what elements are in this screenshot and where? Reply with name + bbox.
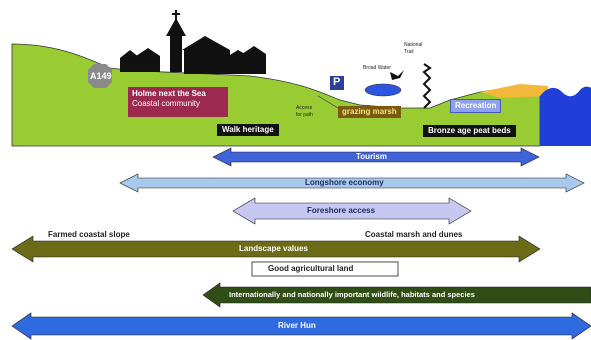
farmed-slope-label: Farmed coastal slope — [48, 230, 130, 239]
parking-label: P — [333, 76, 341, 88]
village-silhouette — [120, 10, 266, 74]
sea — [540, 86, 591, 146]
peat-beds-label: Bronze age peat beds — [423, 125, 516, 137]
agri-label: Good agricultural land — [268, 264, 354, 273]
longshore-label: Longshore economy — [305, 178, 384, 187]
village-type: Coastal community — [132, 99, 201, 108]
wildlife-label: Internationally and nationally important… — [229, 290, 475, 299]
foreshore-label: Foreshore access — [307, 206, 376, 215]
coastal-marsh-label: Coastal marsh and dunes — [365, 230, 463, 239]
longshore-arrow — [119, 173, 585, 193]
access-pointer — [317, 95, 339, 109]
walk-heritage-label: Walk heritage — [217, 124, 279, 136]
landscape-arrow — [11, 235, 541, 263]
national-trail-label: National Trail — [404, 42, 423, 55]
grazing-marsh-label: grazing marsh — [338, 106, 401, 118]
agri-box — [251, 261, 399, 277]
tourism-arrow — [212, 147, 540, 167]
water-pool — [364, 83, 402, 97]
access-label: Access for path — [296, 105, 313, 118]
road-label: A149 — [90, 71, 112, 81]
river-label: River Hun — [278, 321, 316, 330]
foreshore-arrow — [232, 197, 472, 225]
parking-sign — [330, 76, 344, 90]
village-box: Holme next the Sea Coastal community — [128, 87, 228, 117]
recreation-label: Recreation — [450, 99, 502, 113]
river-arrow — [11, 312, 591, 340]
bird-icon — [390, 70, 404, 80]
national-trail-marker — [422, 63, 432, 109]
tourism-label: Tourism — [356, 152, 387, 161]
village-name: Holme next the Sea — [132, 89, 206, 98]
road-sign — [88, 64, 112, 88]
landscape-label: Landscape values — [239, 244, 308, 253]
wildlife-arrow — [202, 282, 591, 308]
water-label: Broad Water — [363, 65, 391, 71]
sand-strip — [480, 84, 548, 98]
